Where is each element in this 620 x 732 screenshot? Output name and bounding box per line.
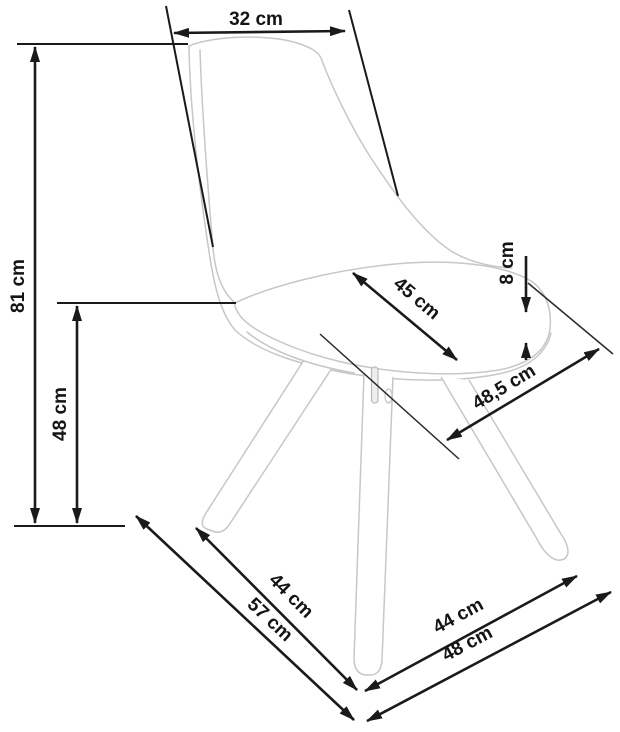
dim-seat-width-label: 45 cm bbox=[389, 273, 444, 324]
dim-seat-width: 45 cm bbox=[352, 272, 458, 361]
chair-shell-left-and-under-edge bbox=[188, 45, 552, 381]
dim-backrest-top-width-ext-left bbox=[165, 5, 214, 248]
chair-outline bbox=[188, 36, 569, 676]
dim-base-depth-inner-arrow bbox=[195, 527, 358, 691]
dim-backrest-top-width-arrow bbox=[173, 26, 346, 38]
chair-shell-lip bbox=[246, 331, 355, 374]
dim-backrest-top-width-ext-right bbox=[348, 9, 399, 197]
dim-base-width: 44 cm 48 cm bbox=[364, 574, 612, 723]
chair-backrest-inner-edge bbox=[199, 49, 236, 304]
dim-seat-height-label: 48 cm bbox=[50, 387, 71, 441]
chair-backrest-outline bbox=[188, 36, 513, 269]
chair-leg-front-right bbox=[353, 373, 394, 676]
dim-cushion-thickness-label: 8 cm bbox=[497, 241, 518, 284]
dim-backrest-top-width-label: 32 cm bbox=[229, 9, 283, 30]
dim-base-depth-outer-arrow bbox=[135, 515, 355, 721]
dim-cushion-thickness: 8 cm bbox=[497, 241, 531, 360]
dim-backrest-top-width: 32 cm bbox=[165, 5, 399, 248]
chair-bolt-head-detail bbox=[384, 388, 393, 404]
chair-leg-front-left bbox=[201, 359, 333, 534]
dim-seat-width-arrow bbox=[352, 272, 458, 361]
chair-bolt-detail bbox=[370, 366, 379, 404]
dim-seat-depth-ext-left bbox=[319, 333, 460, 460]
dim-seat-depth-ext-right bbox=[527, 282, 614, 355]
dim-total-height-label: 81 cm bbox=[8, 259, 29, 313]
dim-seat-depth-arrow bbox=[446, 347, 600, 442]
dim-base-depth: 44 cm 57 cm bbox=[135, 515, 358, 721]
dim-base-width-outer-arrow bbox=[366, 590, 612, 723]
dim-total-height: 81 cm bbox=[8, 43, 188, 527]
dim-seat-height: 48 cm bbox=[50, 302, 236, 524]
